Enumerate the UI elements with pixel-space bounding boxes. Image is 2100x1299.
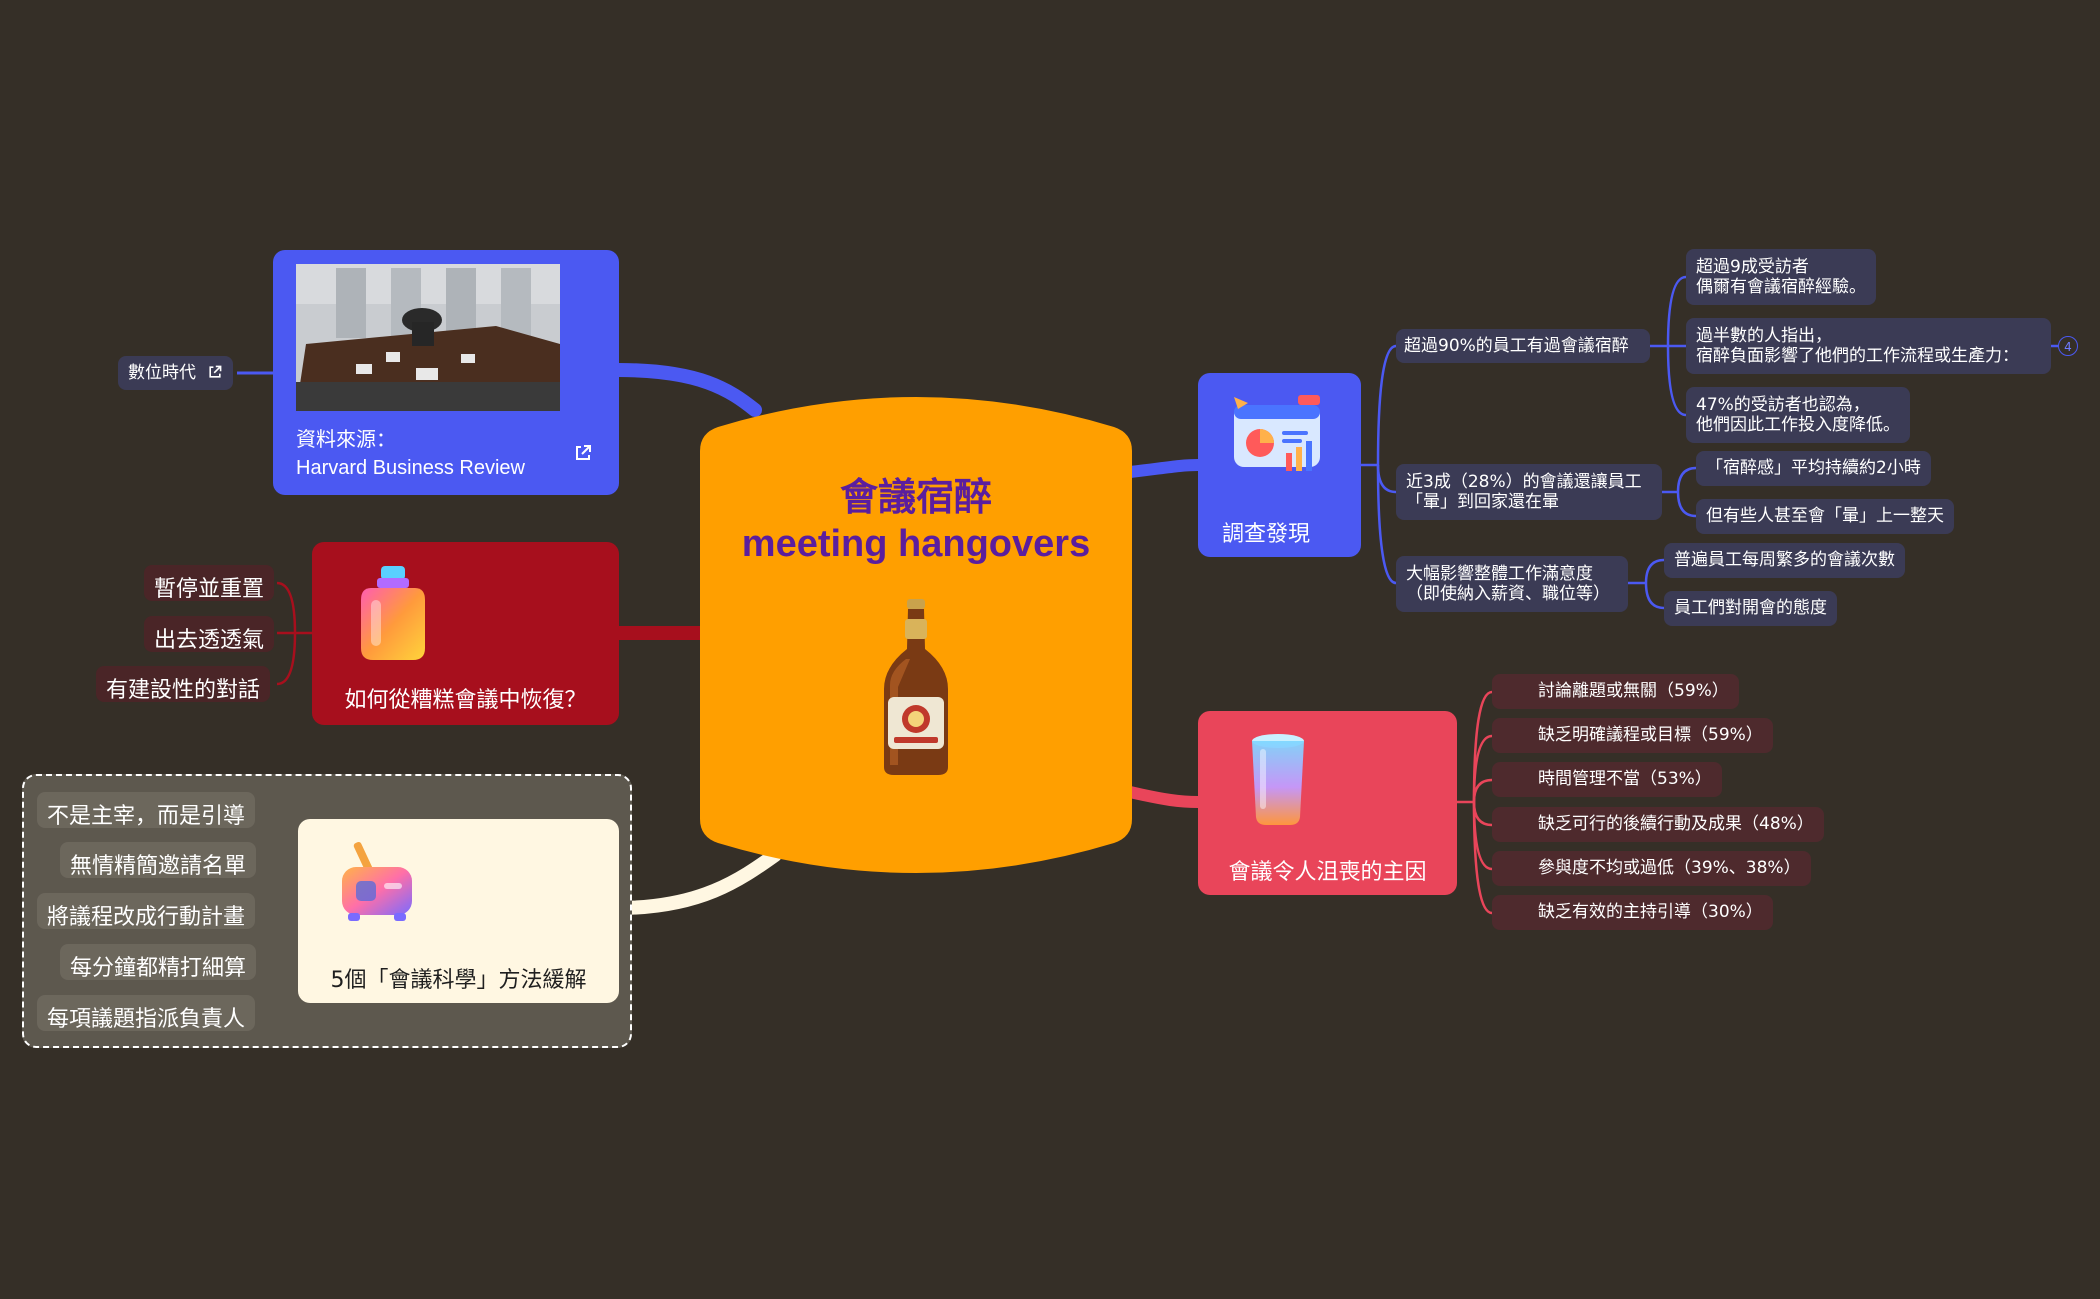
branch-science-connector [611, 848, 782, 915]
source-side-tag[interactable]: 數位時代 [118, 356, 234, 390]
science-item[interactable]: 每分鐘都精打細算 [60, 944, 257, 981]
branch-source-connector [611, 363, 762, 417]
toaster-icon [342, 841, 412, 921]
causes-item[interactable]: 參與度不均或過低（39%、38%） [1492, 851, 1811, 886]
causes-item[interactable]: 缺乏有效的主持引導（30%） [1492, 895, 1773, 930]
central-subtitle: meeting hangovers [741, 523, 1091, 565]
source-label: 資料來源： Harvard Business Review [296, 429, 525, 479]
findings-item[interactable]: 超過9成受訪者 偶爾有會議宿醉經驗。 [1686, 249, 1876, 305]
branch-findings-connector [1124, 459, 1204, 478]
findings-group-label[interactable]: 大幅影響整體工作滿意度 （即使納入薪資、職位等） [1396, 556, 1628, 612]
central-title: 會議宿醉 [839, 477, 992, 519]
findings-item[interactable]: 「宿醉感」平均持續約2小時 [1696, 451, 1931, 486]
source-side-tag-label: 數位時代 [128, 363, 196, 383]
science-item[interactable]: 將議程改成行動計畫 [37, 893, 256, 930]
causes-label: 會議令人沮喪的主因 [1228, 860, 1427, 885]
collapsed-count-badge[interactable]: 4 [2058, 336, 2078, 356]
causes-item[interactable]: 缺乏可行的後續行動及成果（48%） [1492, 807, 1824, 842]
science-item[interactable]: 無情精簡邀請名單 [60, 842, 257, 879]
science-item[interactable]: 每項議題指派負責人 [37, 995, 256, 1032]
glass-cup-icon [1252, 734, 1304, 825]
external-link-icon[interactable] [573, 443, 593, 463]
recovery-item[interactable]: 暫停並重置 [144, 565, 275, 602]
causes-item[interactable]: 討論離題或無關（59%） [1492, 674, 1739, 709]
branch-causes-connector [1124, 786, 1204, 808]
recovery-item[interactable]: 有建設性的對話 [96, 666, 271, 703]
findings-group-label[interactable]: 超過90%的員工有過會議宿醉 [1396, 329, 1650, 363]
findings-label: 調查發現 [1222, 522, 1311, 547]
findings-node[interactable]: 調查發現 [1198, 373, 1361, 557]
science-item[interactable]: 不是主宰，而是引導 [37, 792, 256, 829]
presentation-chart-icon [1234, 395, 1320, 471]
recovery-label: 如何從糟糕會議中恢復？ [344, 688, 587, 713]
potion-bottle-icon [361, 566, 425, 660]
causes-item[interactable]: 時間管理不當（53%） [1492, 762, 1722, 797]
science-label: 5個「會議科學」方法緩解 [330, 968, 587, 993]
source-node[interactable]: 資料來源： Harvard Business Review [273, 250, 619, 495]
recovery-node[interactable]: 如何從糟糕會議中恢復？ [312, 542, 619, 725]
findings-item[interactable]: 普遍員工每周繁多的會議次數 [1664, 543, 1905, 578]
findings-item[interactable]: 過半數的人指出， 宿醉負面影響了他們的工作流程或生產力： [1686, 318, 2051, 374]
beer-bottle-icon [884, 599, 948, 775]
external-link-icon [209, 365, 222, 378]
central-topic[interactable]: 會議宿醉 meeting hangovers [700, 385, 1132, 885]
findings-item[interactable]: 員工們對開會的態度 [1664, 591, 1837, 626]
causes-node[interactable]: 會議令人沮喪的主因 [1198, 711, 1457, 895]
causes-item[interactable]: 缺乏明確議程或目標（59%） [1492, 718, 1773, 753]
findings-item[interactable]: 但有些人甚至會「暈」上一整天 [1696, 499, 1954, 534]
findings-item[interactable]: 47%的受訪者也認為， 他們因此工作投入度降低。 [1686, 387, 1910, 443]
science-node[interactable]: 5個「會議科學」方法緩解 [298, 819, 619, 1003]
findings-group-label[interactable]: 近3成（28%）的會議還讓員工 「暈」到回家還在暈 [1396, 464, 1662, 520]
recovery-item[interactable]: 出去透透氣 [144, 616, 275, 653]
meeting-room-photo [296, 264, 560, 411]
